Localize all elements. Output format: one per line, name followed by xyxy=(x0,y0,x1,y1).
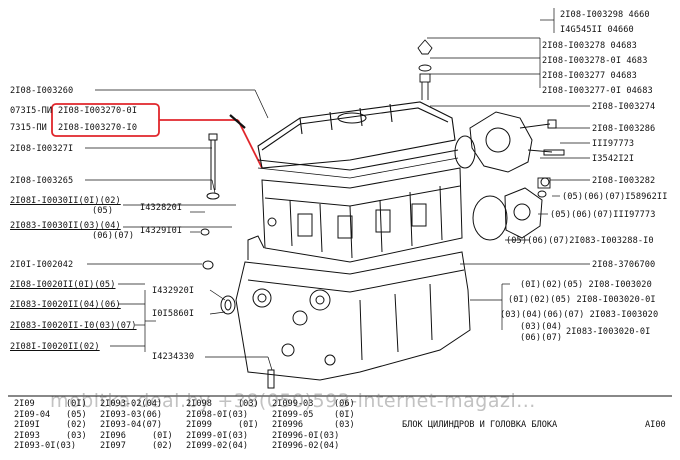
highlight-line-2: 2I08-I003270-I0 xyxy=(58,123,138,133)
label-2I08-I003277-0I: 2I08-I003277-0I 04683 xyxy=(542,86,653,96)
label-073I5-PI: 073I5-ПИ xyxy=(10,106,53,116)
code: (02) xyxy=(152,441,173,451)
code: (0I) xyxy=(238,420,259,430)
label-I58962II: (05)(06)(07)I58962II xyxy=(562,192,668,202)
label-0607: (06)(07) xyxy=(520,333,563,343)
label-0304: (03)(04) xyxy=(520,322,563,332)
model: 2I093-04(07) xyxy=(100,420,163,430)
label-III97773: III97773 xyxy=(592,139,635,149)
applicability-table: 2I09 (0I) 2I09-04 (05) 2I09I (02) 2I093 … xyxy=(14,399,384,457)
model: 2I099-05 xyxy=(272,409,314,420)
model: 2I099 xyxy=(186,420,212,430)
page-code: AI00 xyxy=(645,420,666,430)
head-cover xyxy=(229,101,459,179)
label-7315-PI: 7315-ПИ xyxy=(10,123,47,133)
label-I4234330: I4234330 xyxy=(152,352,195,362)
model: 2I096 xyxy=(100,430,126,441)
drain-plug xyxy=(267,369,275,389)
label-2I08-I00327I: 2I08-I00327I xyxy=(10,144,74,154)
label-2I08-I003278: 2I08-I003278 04683 xyxy=(542,41,637,51)
label-I432920I: I432920I xyxy=(152,286,195,296)
code: (02) xyxy=(66,420,87,430)
label-2I083-I0030II-0607: (06)(07) xyxy=(92,231,135,241)
label-2I0I-I002042: 2I0I-I002042 xyxy=(10,260,74,270)
temp-sensor xyxy=(537,177,551,189)
model: 2I098 xyxy=(186,399,212,409)
label-2I08-3706700: 2I08-3706700 xyxy=(592,260,656,270)
label-2I08-I003260: 2I08-I003260 xyxy=(10,86,74,96)
label-2I08-I003020: (0I)(02)(05) 2I08-I003020 xyxy=(520,280,652,290)
label-2I08-I003020-0I: (0I)(02)(05) 2I08-I003020-0I xyxy=(508,295,656,305)
model: 2I093-03(06) xyxy=(100,409,163,420)
model: 2I0996 xyxy=(272,420,304,430)
label-2I08-I003286: 2I08-I003286 xyxy=(592,124,656,134)
model: 2I093-02(04) xyxy=(100,399,163,409)
thermostat-housing xyxy=(454,111,565,173)
code: (03) xyxy=(66,430,87,441)
model: 2I09 xyxy=(14,399,35,409)
model: 2I093-0I(03) xyxy=(14,441,77,451)
label-2I08I-I0030II: 2I08I-I0030II(0I)(02) xyxy=(10,196,121,206)
highlight-line-1: 2I08-I003270-0I xyxy=(58,106,138,116)
model: 2I09-04 xyxy=(14,409,51,420)
label-I432820I: I432820I xyxy=(140,203,183,213)
model: 2I099-02(04) xyxy=(186,441,249,451)
cylinder-block xyxy=(235,235,471,381)
label-2I08-I003274: 2I08-I003274 xyxy=(592,102,656,112)
diagram-title: БЛОК ЦИЛИНДРОВ И ГОЛОВКА БЛОКА xyxy=(402,420,558,430)
sensor-parts xyxy=(417,39,433,100)
code: (03) xyxy=(238,399,259,409)
label-I3542I2I: I3542I2I xyxy=(592,154,635,164)
label-2I08-I003278-0I: 2I08-I003278-0I 4683 xyxy=(542,56,648,66)
model: 2I09I xyxy=(14,420,40,430)
code: (0I) xyxy=(66,399,87,409)
left-leader-lines xyxy=(85,89,273,371)
plug-small-1 xyxy=(200,228,210,236)
code: (05) xyxy=(66,409,87,420)
head-bolt xyxy=(206,133,220,200)
oil-seal xyxy=(220,295,236,315)
right-leader-lines xyxy=(427,8,590,330)
label-2I08-I0020II: 2I08-I0020II(0I)(05) xyxy=(10,280,116,290)
watermark: mobitka.deal.by +38(050)593-internet-mag… xyxy=(50,390,536,412)
label-2I08I-I0030II-05: (05) xyxy=(92,206,114,216)
label-2I08-I003277: 2I08-I003277 04683 xyxy=(542,71,637,81)
label-2I083-I003020-0I: 2I083-I003020-0I xyxy=(566,327,651,337)
label-I0I5860I: I0I5860I xyxy=(152,309,195,319)
label-2I083-I0020II: 2I083-I0020II(04)(06) xyxy=(10,300,121,310)
model: 2I093 xyxy=(14,430,40,441)
model: 2I098-0I(03) xyxy=(186,409,249,420)
label-2I083-I003020: (03)(04)(06)(07) 2I083-I003020 xyxy=(500,310,659,320)
code: (06) xyxy=(334,399,355,409)
code: (0I) xyxy=(334,409,355,420)
label-III97773-b: (05)(06)(07)III97773 xyxy=(550,210,656,220)
plug-small-2 xyxy=(202,260,214,270)
code: (0I) xyxy=(152,430,173,441)
label-I4329I0I: I4329I0I xyxy=(140,226,183,236)
model: 2I097 xyxy=(100,441,126,451)
label-2I08-I003298: 2I08-I003298 4660 xyxy=(560,10,650,20)
model: 2I0996-02(04) xyxy=(272,441,340,451)
label-2I08-I003282: 2I08-I003282 xyxy=(592,176,656,186)
label-I4G545II: I4G545II 04660 xyxy=(560,25,634,35)
code: (03) xyxy=(334,420,355,430)
label-2I083-I0020II-I0: 2I083-I0020II-I0(03)(07) xyxy=(10,321,137,331)
flange-gasket xyxy=(472,195,508,241)
label-2I083-I003288-I0: (05)(06)(07)2I083-I003288-I0 xyxy=(506,236,654,246)
label-2I08I-I0020II: 2I08I-I0020II(02) xyxy=(10,342,100,352)
cylinder-head xyxy=(261,167,463,263)
model: 2I099-0I(03) xyxy=(186,430,249,441)
model: 2I0996-0I(03) xyxy=(272,430,340,441)
flange-cover xyxy=(504,187,543,239)
label-2I083-I0030II: 2I083-I0030II(03)(04) xyxy=(10,221,121,231)
model: 2I099-03 xyxy=(272,399,314,409)
label-2I08-I003265: 2I08-I003265 xyxy=(10,176,74,186)
